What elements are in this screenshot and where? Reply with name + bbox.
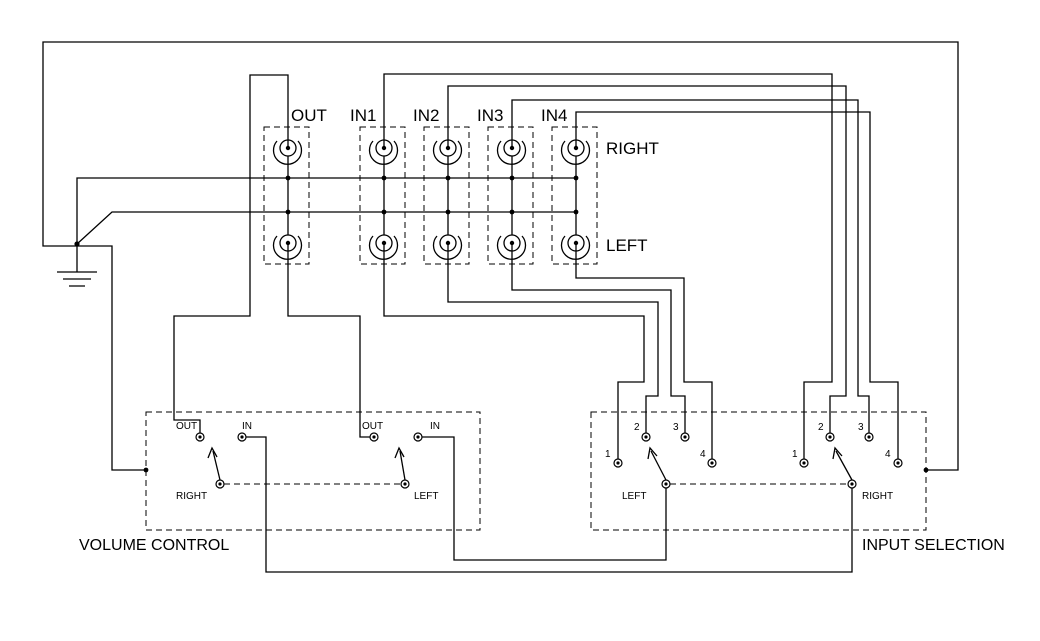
channel-label-right: RIGHT — [606, 139, 659, 158]
wire-out-left — [287, 243, 374, 438]
volume-left-in-label: IN — [430, 421, 440, 432]
volume-left-arrow — [394, 446, 405, 459]
selection-left-wiper — [650, 450, 667, 481]
volume-box-outline — [145, 411, 481, 531]
wire-sel-left-to-vol-in — [418, 436, 667, 561]
volume-control-title: VOLUME CONTROL — [79, 537, 229, 554]
wire-out-right — [173, 74, 289, 437]
selection-left-label-1: 1 — [605, 449, 611, 460]
selection-left-label-4: 4 — [700, 449, 706, 460]
ground-symbol — [57, 246, 97, 287]
jack-label-in2: IN2 — [413, 106, 439, 125]
jack-box-in3 — [487, 126, 534, 265]
jack-box-out — [263, 126, 310, 265]
ground-wiring — [42, 41, 959, 473]
selection-left-label: LEFT — [622, 491, 646, 502]
input-selection-title: INPUT SELECTION — [862, 537, 1005, 554]
volume-right-wiper — [212, 450, 221, 481]
selection-right-label-3: 3 — [858, 422, 864, 433]
ground-loop — [42, 41, 959, 471]
selection-left-label-3: 3 — [673, 422, 679, 433]
ground-to-volume — [77, 245, 146, 471]
jack-label-in3: IN3 — [477, 106, 503, 125]
jack-label-in1: IN1 — [350, 106, 376, 125]
wire-in4-right — [575, 111, 899, 463]
jack-label-in4: IN4 — [541, 106, 567, 125]
wire-in2-right — [447, 85, 847, 437]
selection-right-wiper — [835, 450, 853, 481]
selection-left-arrow — [647, 446, 658, 460]
wire-in4-left — [575, 243, 713, 463]
wire-in3-left — [511, 243, 686, 437]
jack-box-in2 — [423, 126, 470, 265]
selection-right-arrow — [832, 446, 843, 460]
jack-box-in1 — [359, 126, 406, 265]
volume-left-wiper — [399, 450, 406, 481]
diagram-labels: OUT IN1 IN2 IN3 IN4 RIGHT LEFT VOLUME CO… — [79, 106, 1005, 554]
volume-control-box: OUT IN RIGHT OUT IN LEFT — [145, 411, 481, 531]
volume-left-out-label: OUT — [362, 421, 383, 432]
selection-box-outline — [590, 411, 927, 531]
signal-wiring — [173, 73, 899, 573]
jack-label-out: OUT — [291, 106, 327, 125]
volume-right-arrow — [207, 446, 218, 459]
ground-bus-right — [76, 177, 576, 244]
volume-left-label: LEFT — [414, 491, 438, 502]
selection-right-label-2: 2 — [818, 422, 824, 433]
channel-label-left: LEFT — [606, 236, 648, 255]
selection-right-label: RIGHT — [862, 491, 893, 502]
wire-sel-right-to-vol-in — [242, 436, 853, 573]
wire-in1-left — [383, 243, 645, 463]
wire-in2-left — [447, 243, 659, 437]
jack-box-in4 — [551, 126, 598, 265]
volume-right-label: RIGHT — [176, 491, 207, 502]
selection-right-label-4: 4 — [885, 449, 891, 460]
ground-bus-left — [76, 211, 576, 245]
volume-right-out-label: OUT — [176, 421, 197, 432]
volume-right-in-label: IN — [242, 421, 252, 432]
rca-jacks — [272, 139, 591, 260]
selection-right-label-1: 1 — [792, 449, 798, 460]
input-selection-box: 1 2 3 4 LEFT 1 2 3 4 RIGHT — [590, 411, 927, 531]
jack-boxes — [263, 126, 598, 265]
wire-in3-right — [511, 99, 870, 437]
selection-left-label-2: 2 — [634, 422, 640, 433]
ground-taps — [287, 156, 577, 235]
wire-in1-right — [383, 73, 833, 463]
